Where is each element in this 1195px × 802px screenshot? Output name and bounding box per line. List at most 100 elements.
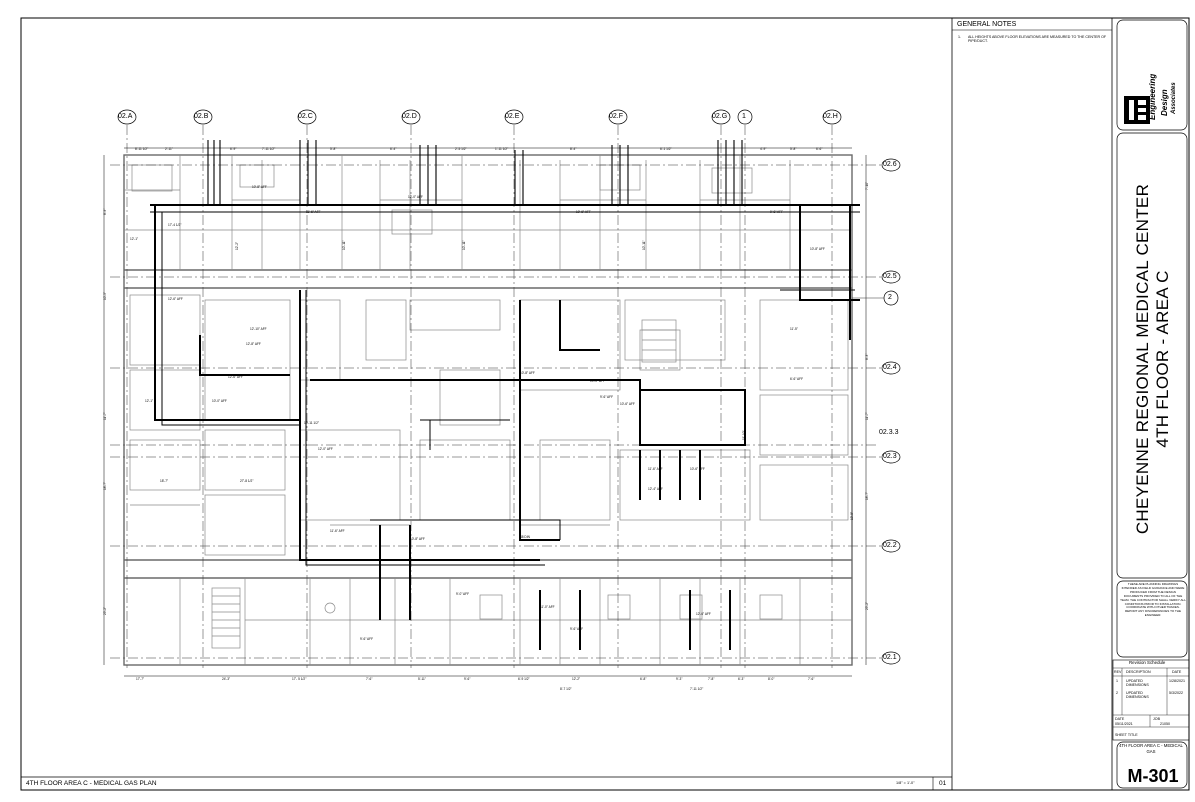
grid-label-02E: 02.E — [505, 113, 520, 120]
svg-text:10'-6" AFF: 10'-6" AFF — [690, 467, 705, 471]
svg-text:25'-2": 25'-2" — [865, 602, 869, 610]
grid-label-023: 02.3 — [883, 453, 897, 460]
svg-text:6'-9 1/2": 6'-9 1/2" — [518, 677, 530, 681]
svg-text:5'-11": 5'-11" — [418, 677, 426, 681]
svg-text:7'-10": 7'-10" — [865, 182, 869, 190]
grid-bubble-02G — [711, 109, 731, 125]
floor-plan: 8'-11 1/2" 2'-11" 6'-9" 7'-11 1/2" 5'-8"… — [103, 125, 882, 691]
svg-text:9'-6" AFF: 9'-6" AFF — [570, 627, 583, 631]
grid-label-024: 02.4 — [883, 364, 897, 371]
rev-header-rev: REV — [1114, 670, 1122, 674]
svg-text:12'-8" AFF: 12'-8" AFF — [246, 342, 261, 346]
rev-row-2-desc: UPDATED DIMENSIONS — [1126, 691, 1149, 699]
grid-label-02G: 02.G — [712, 113, 728, 120]
plan-scale: 1/8" = 1'-0" — [896, 781, 915, 785]
grid-bubble-1 — [737, 109, 753, 125]
grid-bubble-02E — [504, 109, 524, 125]
rev-row-2-date: 5/3/2022 — [1169, 691, 1183, 695]
svg-text:48 DIN: 48 DIN — [520, 535, 531, 539]
rev-header-description: DESCRIPTION — [1126, 670, 1151, 674]
svg-text:7'-6": 7'-6" — [366, 677, 372, 681]
svg-text:10'-5": 10'-5" — [103, 292, 107, 300]
svg-text:6'-3": 6'-3" — [738, 677, 744, 681]
grid-bubble-02D — [401, 109, 421, 125]
svg-text:6'-9": 6'-9" — [230, 147, 236, 151]
svg-text:10'-8" AFF: 10'-8" AFF — [252, 185, 267, 189]
svg-text:18'-7": 18'-7" — [865, 492, 869, 500]
svg-text:8'-11 1/2": 8'-11 1/2" — [135, 147, 148, 151]
svg-text:8'-7 1/2": 8'-7 1/2" — [560, 687, 572, 691]
svg-text:11'-6" AFF: 11'-6" AFF — [306, 210, 321, 214]
firm-name-line2: Design — [1160, 89, 1169, 116]
svg-text:11'-6" AFF: 11'-6" AFF — [648, 467, 663, 471]
grid-label-02B: 02.B — [194, 113, 209, 120]
svg-text:12'-0" AFF: 12'-0" AFF — [318, 447, 333, 451]
svg-text:6'-6": 6'-6" — [816, 147, 822, 151]
sheet-name: 4TH FLOOR AREA C - MEDICAL GAS — [1119, 743, 1183, 754]
svg-text:25'-2": 25'-2" — [103, 607, 107, 615]
svg-text:12'-1": 12'-1" — [145, 399, 153, 403]
svg-text:17'-7": 17'-7" — [136, 677, 144, 681]
grid-label-026: 02.6 — [883, 161, 897, 168]
svg-text:6'-1 1/2": 6'-1 1/2" — [660, 147, 672, 151]
grid-label-0233: 02.3.3 — [879, 429, 899, 436]
svg-text:10'-11": 10'-11" — [642, 240, 646, 250]
svg-text:18'-7": 18'-7" — [160, 479, 168, 483]
grid-label-2: 2 — [888, 294, 892, 301]
svg-text:10'-0" AFF: 10'-0" AFF — [212, 399, 227, 403]
svg-text:7'-11 1/2": 7'-11 1/2" — [690, 687, 703, 691]
svg-text:8'-4": 8'-4" — [570, 147, 576, 151]
svg-text:10'-6" AFF: 10'-6" AFF — [576, 210, 591, 214]
svg-text:11'-0" AFF: 11'-0" AFF — [540, 605, 555, 609]
svg-text:11'-10": 11'-10" — [742, 430, 746, 440]
svg-text:12'-6" AFF: 12'-6" AFF — [168, 297, 183, 301]
svg-text:12'-2": 12'-2" — [572, 677, 580, 681]
svg-text:2'-11": 2'-11" — [165, 147, 173, 151]
svg-text:27'-8 1/2": 27'-8 1/2" — [240, 479, 253, 483]
date-value: 05/11/2021 — [1115, 722, 1133, 726]
rev-row-1-date: 1/28/2021 — [1169, 679, 1185, 683]
firm-name-line3: Associates — [1171, 82, 1177, 114]
svg-text:7'-8": 7'-8" — [708, 677, 714, 681]
sheet-number: M-301 — [1127, 766, 1179, 786]
grid-bubble-02H — [822, 109, 842, 125]
view-number: 01 — [939, 780, 947, 787]
rev-row-2-num: 2 — [1116, 691, 1118, 695]
rev-header-date: DATE — [1172, 670, 1182, 674]
svg-text:10'-0" AFF: 10'-0" AFF — [590, 379, 605, 383]
date-label: DATE — [1115, 717, 1125, 721]
svg-text:11'-5": 11'-5" — [790, 327, 798, 331]
svg-text:9'-0" AFF: 9'-0" AFF — [456, 592, 469, 596]
svg-text:8'-3": 8'-3" — [865, 354, 869, 360]
svg-text:13'-5": 13'-5" — [850, 512, 854, 520]
svg-text:5'-8": 5'-8" — [790, 147, 796, 151]
svg-text:8'-0": 8'-0" — [768, 677, 774, 681]
grid-label-02H: 02.H — [823, 113, 838, 120]
revision-schedule-title: Revision Schedule — [1129, 660, 1166, 665]
svg-text:17'- 5 1/2": 17'- 5 1/2" — [292, 677, 306, 681]
grid-label-02F: 02.F — [609, 113, 624, 120]
svg-text:10'-11": 10'-11" — [462, 240, 466, 250]
svg-text:17'-4 1/2": 17'-4 1/2" — [168, 223, 181, 227]
svg-text:12'-6" AFF: 12'-6" AFF — [228, 375, 243, 379]
grid-label-1: 1 — [742, 113, 746, 120]
svg-text:12'-6" AFF: 12'-6" AFF — [696, 612, 711, 616]
project-name: CHEYENNE REGIONAL MEDICAL CENTER — [1133, 183, 1153, 535]
svg-text:10'-6" AFF: 10'-6" AFF — [620, 402, 635, 406]
svg-text:24'-3": 24'-3" — [222, 677, 230, 681]
svg-text:7'-11 1/2": 7'-11 1/2" — [262, 147, 275, 151]
rev-row-1-desc: UPDATED DIMENSIONS — [1126, 679, 1149, 687]
grid-bubble-02B — [193, 109, 213, 125]
grid-label-02D: 02.D — [402, 113, 417, 120]
grid-label-02C: 02.C — [298, 113, 313, 120]
svg-text:10'-11 1/2": 10'-11 1/2" — [304, 421, 319, 425]
svg-text:12'-0" AFF: 12'-0" AFF — [408, 195, 423, 199]
plan-title: 4TH FLOOR AREA C - MEDICAL GAS PLAN — [26, 780, 157, 787]
svg-text:9'-6" AFF: 9'-6" AFF — [360, 637, 373, 641]
svg-text:7'-6": 7'-6" — [808, 677, 814, 681]
svg-text:12'-10" AFF: 12'-10" AFF — [250, 327, 267, 331]
firm-logo-icon — [1124, 96, 1150, 124]
svg-text:6'-4": 6'-4" — [390, 147, 396, 151]
grid-bubble-02A — [117, 109, 137, 125]
